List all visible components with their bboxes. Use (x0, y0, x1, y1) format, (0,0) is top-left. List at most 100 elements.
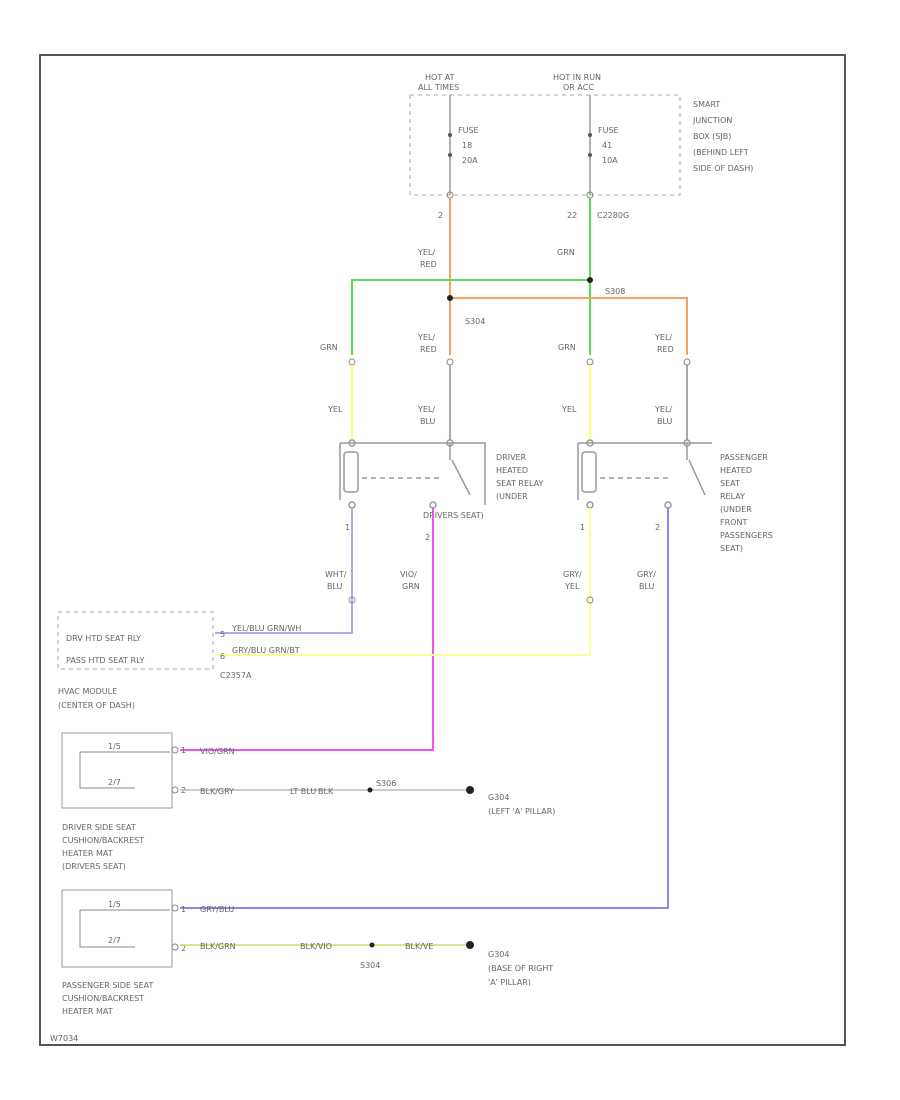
diagram-id: W7034 (50, 1034, 78, 1043)
svg-text:RED: RED (657, 345, 674, 354)
svg-text:BLU: BLU (639, 582, 655, 591)
hot-at-all-times-line1: HOT AT (425, 73, 455, 82)
connector-c2280g: C2280G (597, 211, 629, 220)
svg-text:GRN: GRN (320, 343, 338, 352)
svg-text:BLU: BLU (327, 582, 343, 591)
svg-text:S306: S306 (376, 779, 396, 788)
svg-text:BLK/VE: BLK/VE (405, 942, 433, 951)
passenger-heated-seat-relay (577, 439, 712, 509)
svg-text:G304: G304 (488, 793, 509, 802)
smart-junction-box: HOT AT ALL TIMES HOT IN RUN OR ACC SMART… (409, 73, 753, 196)
svg-text:HEATED: HEATED (496, 466, 528, 475)
svg-text:LT BLU: LT BLU (290, 787, 316, 796)
svg-text:6: 6 (220, 652, 225, 661)
svg-text:(DRIVERS SEAT): (DRIVERS SEAT) (62, 862, 126, 871)
svg-text:41: 41 (602, 141, 612, 150)
svg-text:'A' PILLAR): 'A' PILLAR) (488, 978, 531, 987)
svg-text:RELAY: RELAY (720, 492, 745, 501)
svg-text:CUSHION/BACKREST: CUSHION/BACKREST (62, 836, 144, 845)
svg-text:DRIVER: DRIVER (496, 453, 527, 462)
svg-text:SEAT: SEAT (720, 479, 740, 488)
svg-text:BLK/GRN: BLK/GRN (200, 942, 236, 951)
svg-text:GRY/BLU GRN/BT: GRY/BLU GRN/BT (232, 646, 300, 655)
driver-seat-heater-mat: 1/5 2/7 1 2 VIO/GRN BLK/GRY LT BLU BLK S… (61, 732, 555, 871)
svg-text:PASS HTD SEAT RLY: PASS HTD SEAT RLY (66, 656, 144, 665)
sjb-pin-2: 2 (438, 211, 443, 220)
diagram-frame (39, 54, 846, 1046)
svg-text:2/7: 2/7 (108, 778, 121, 787)
svg-text:BLK/VIO: BLK/VIO (300, 942, 332, 951)
svg-text:HEATED: HEATED (720, 466, 752, 475)
svg-text:(UNDER: (UNDER (496, 492, 528, 501)
svg-text:YEL/: YEL/ (654, 405, 672, 414)
passenger-seat-heater-mat: 1/5 2/7 1 2 GRY/BLU BLK/GRN BLK/VIO S304… (61, 889, 553, 1016)
svg-text:YEL/: YEL/ (417, 248, 435, 257)
svg-text:YEL: YEL (561, 405, 577, 414)
svg-text:DRIVERS SEAT): DRIVERS SEAT) (423, 511, 484, 520)
svg-text:20A: 20A (462, 156, 478, 165)
svg-text:GRN: GRN (557, 248, 575, 257)
svg-text:1/5: 1/5 (108, 900, 121, 909)
svg-text:FRONT: FRONT (720, 518, 747, 527)
hot-in-run-line2: OR ACC (563, 83, 594, 92)
svg-text:BLU: BLU (657, 417, 673, 426)
svg-text:(UNDER: (UNDER (720, 505, 752, 514)
svg-text:GRY/: GRY/ (563, 570, 582, 579)
svg-text:S304: S304 (360, 961, 380, 970)
sjb-label-line3: BOX (SJB) (693, 132, 731, 141)
svg-text:RED: RED (420, 260, 437, 269)
relay-feed-connectors (348, 358, 691, 366)
svg-text:1: 1 (580, 523, 585, 532)
svg-text:YEL/BLU GRN/WH: YEL/BLU GRN/WH (231, 624, 301, 633)
relay-input-wires (351, 365, 688, 440)
svg-text:2: 2 (655, 523, 660, 532)
svg-text:1: 1 (345, 523, 350, 532)
svg-text:2: 2 (181, 944, 186, 953)
svg-text:WHT/: WHT/ (325, 570, 347, 579)
svg-text:BLK/GRY: BLK/GRY (200, 787, 234, 796)
svg-text:GRY/BLU: GRY/BLU (200, 905, 234, 914)
svg-text:GRN: GRN (402, 582, 420, 591)
svg-text:1/5: 1/5 (108, 742, 121, 751)
svg-text:(LEFT 'A' PILLAR): (LEFT 'A' PILLAR) (488, 807, 555, 816)
svg-text:(BASE OF RIGHT: (BASE OF RIGHT (488, 964, 553, 973)
svg-text:HEATER MAT: HEATER MAT (62, 849, 113, 858)
feed-wires (351, 198, 688, 355)
hvac-module: DRV HTD SEAT RLY PASS HTD SEAT RLY 5 6 Y… (57, 611, 301, 710)
svg-text:(CENTER OF DASH): (CENTER OF DASH) (58, 701, 135, 710)
sjb-pin-22: 22 (567, 211, 577, 220)
lower-connectors (348, 596, 594, 604)
svg-text:DRIVER SIDE SEAT: DRIVER SIDE SEAT (62, 823, 136, 832)
svg-text:2: 2 (425, 533, 430, 542)
svg-text:VIO/GRN: VIO/GRN (200, 747, 235, 756)
hot-in-run-line1: HOT IN RUN (553, 73, 601, 82)
svg-text:PASSENGERS: PASSENGERS (720, 531, 773, 540)
fuse-18: FUSE 18 20A (446, 95, 479, 199)
svg-text:GRY/: GRY/ (637, 570, 656, 579)
svg-text:SEAT): SEAT) (720, 544, 743, 553)
sjb-label-line2: JUNCTION (692, 116, 732, 125)
svg-text:1: 1 (181, 905, 186, 914)
svg-text:GRN: GRN (558, 343, 576, 352)
splice-s308 (587, 277, 593, 283)
svg-text:YEL/: YEL/ (417, 405, 435, 414)
svg-text:YEL: YEL (564, 582, 580, 591)
svg-text:G304: G304 (488, 950, 509, 959)
svg-text:YEL: YEL (327, 405, 343, 414)
relay-output-wires (180, 508, 669, 909)
svg-text:CUSHION/BACKREST: CUSHION/BACKREST (62, 994, 144, 1003)
svg-text:YEL/: YEL/ (417, 333, 435, 342)
svg-text:HEATER MAT: HEATER MAT (62, 1007, 113, 1016)
svg-text:VIO/: VIO/ (400, 570, 417, 579)
svg-text:PASSENGER SIDE SEAT: PASSENGER SIDE SEAT (62, 981, 154, 990)
svg-text:18: 18 (462, 141, 472, 150)
svg-text:FUSE: FUSE (458, 126, 479, 135)
svg-text:5: 5 (220, 630, 225, 639)
splice-s304-label: S304 (465, 317, 485, 326)
svg-text:HVAC MODULE: HVAC MODULE (58, 687, 117, 696)
splice-s304-upper (447, 295, 453, 301)
svg-text:PASSENGER: PASSENGER (720, 453, 768, 462)
sjb-label-line1: SMART (693, 100, 720, 109)
svg-text:SEAT RELAY: SEAT RELAY (496, 479, 544, 488)
